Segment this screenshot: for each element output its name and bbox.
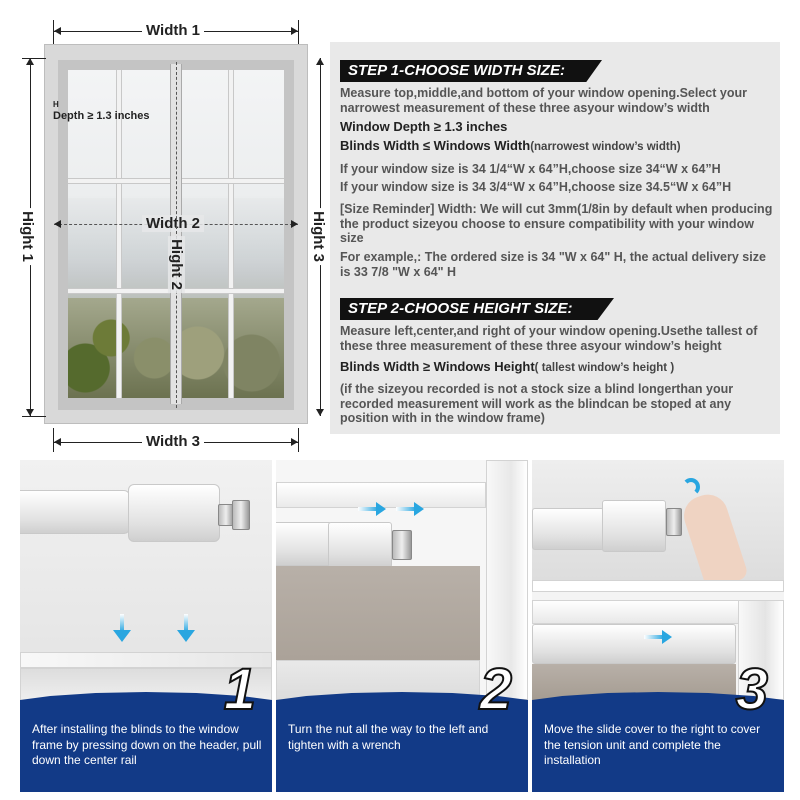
window-muntin: [228, 70, 234, 398]
dimension-tick: [298, 428, 299, 452]
step-2-intro: Measure left,center,and right of your wi…: [340, 324, 758, 353]
depth-marker: H: [53, 100, 59, 109]
depth-rule: Window Depth ≥ 1.3 inches: [340, 119, 508, 134]
arrow-right-icon: [291, 220, 298, 228]
step-1-banner: STEP 1-CHOOSE WIDTH SIZE:: [340, 60, 602, 82]
instructions-panel: STEP 1-CHOOSE WIDTH SIZE: Measure top,mi…: [330, 42, 780, 434]
tension-nut: [392, 530, 412, 560]
install-photo-2: [276, 460, 528, 700]
height-rule: Blinds Width ≥ Windows Height( tallest w…: [340, 359, 776, 376]
tension-nut-knob: [232, 500, 250, 530]
arrow-down-icon: [177, 614, 195, 642]
width-1-label: Width 1: [142, 22, 205, 39]
arrow-left-icon: [54, 438, 61, 446]
window-measurement-diagram: Width 1 Width 2 Width 3 Hight 1 Hight 2 …: [0, 0, 330, 452]
install-step-2: 2 Turn the nut all the way to the left a…: [276, 460, 528, 792]
step-number: 2: [479, 656, 513, 723]
arrow-down-icon: [316, 409, 324, 416]
headrail-end-cap: [602, 500, 666, 552]
depth-label: Depth ≥ 1.3 inches: [53, 110, 150, 122]
rotate-arrow-icon: [682, 478, 700, 496]
window-frame-header: [20, 652, 272, 668]
headrail-end-cap: [328, 522, 392, 568]
width-3-label: Width 3: [142, 433, 205, 450]
height-1-label: Hight 1: [18, 208, 36, 265]
arrow-right-icon: [396, 502, 426, 516]
install-photo-3: [532, 460, 784, 700]
width-rule-paren: (narrowest window’s width): [530, 141, 681, 153]
caption-banner: [20, 692, 272, 792]
step-2-note: (if the sizeyou recorded is not a stock …: [340, 382, 734, 425]
arrow-right-icon: [358, 502, 388, 516]
window-trim-side: [486, 460, 528, 700]
install-caption-3: Move the slide cover to the right to cov…: [544, 722, 761, 767]
height-2-label: Hight 2: [167, 236, 185, 293]
headrail-end-cap: [128, 484, 220, 542]
caption-banner: [276, 692, 528, 792]
install-caption-1: After installing the blinds to the windo…: [32, 722, 262, 767]
headrail: [532, 508, 604, 550]
height-3-label: Hight 3: [309, 208, 327, 265]
dimension-tick: [22, 416, 46, 417]
width-2-label: Width 2: [142, 215, 205, 232]
caption-banner: [532, 692, 784, 792]
photo-divider: [532, 580, 784, 592]
step-number: 3: [735, 656, 769, 723]
headrail: [276, 522, 332, 566]
tension-nut: [666, 508, 682, 536]
arrow-down-icon: [26, 409, 34, 416]
dimension-tick: [22, 58, 46, 59]
height-2-line: [176, 62, 177, 408]
install-caption-2: Turn the nut all the way to the left and…: [288, 722, 489, 752]
arrow-left-icon: [54, 27, 61, 35]
arrow-right-icon: [291, 438, 298, 446]
arrow-down-icon: [113, 614, 131, 642]
step-2-banner: STEP 2-CHOOSE HEIGHT SIZE:: [340, 298, 614, 320]
step-1-intro: Measure top,middle,and bottom of your wi…: [340, 86, 747, 115]
install-step-3: 3 Move the slide cover to the right to c…: [532, 460, 784, 792]
dimension-tick: [298, 20, 299, 44]
width-example-2: If your window size is 34 3/4“W x 64”H,c…: [340, 180, 732, 194]
height-rule-main: Blinds Width ≥ Windows Height: [340, 359, 535, 374]
install-photo-1: [20, 460, 272, 700]
window-muntin: [116, 70, 122, 398]
dimension-tick: [53, 20, 54, 44]
dimension-tick: [53, 428, 54, 452]
width-example-1: If your window size is 34 1/4“W x 64”H,c…: [340, 162, 721, 176]
width-rule: Blinds Width ≤ Windows Width(narrowest w…: [340, 138, 776, 155]
arrow-right-icon: [291, 27, 298, 35]
window-trim-side: [738, 600, 784, 700]
width-rule-main: Blinds Width ≤ Windows Width: [340, 138, 531, 153]
arrow-up-icon: [26, 58, 34, 65]
install-step-1: 1 After installing the blinds to the win…: [20, 460, 272, 792]
width-example-3: For example,: The ordered size is 34 "W …: [340, 250, 766, 279]
arrow-up-icon: [316, 58, 324, 65]
headrail: [20, 490, 130, 534]
arrow-right-icon: [644, 630, 674, 644]
slide-cover: [532, 624, 736, 664]
arrow-left-icon: [54, 220, 61, 228]
height-rule-paren: ( tallest window’s height ): [534, 362, 675, 374]
size-reminder: [Size Reminder] Width: We will cut 3mm(1…: [340, 202, 773, 245]
step-number: 1: [223, 656, 257, 723]
